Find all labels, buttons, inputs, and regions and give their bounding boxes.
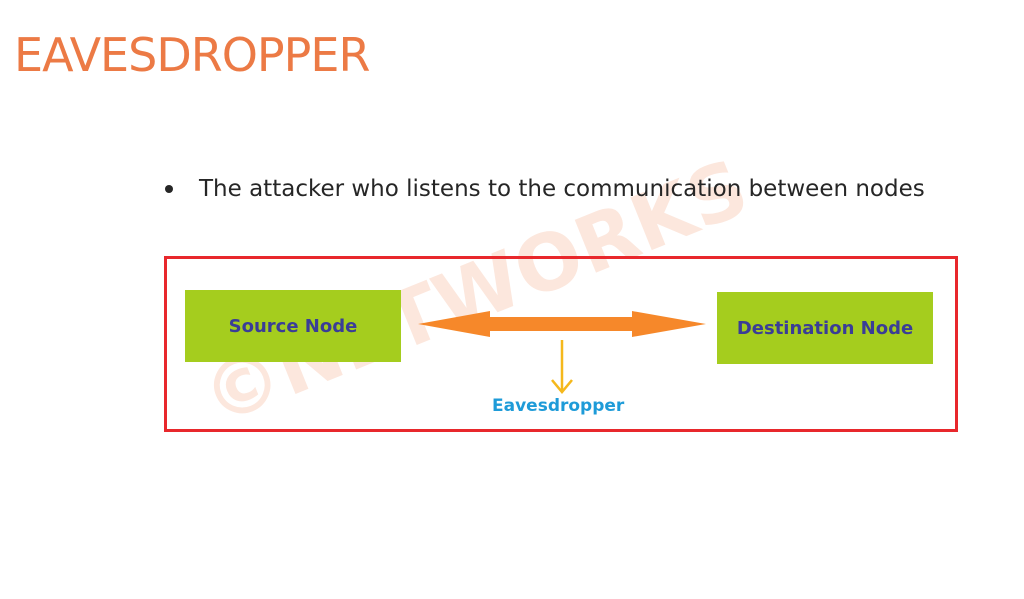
bullet-icon <box>165 185 173 193</box>
source-node: Source Node <box>185 290 401 362</box>
destination-node: Destination Node <box>717 292 933 364</box>
diagram-frame <box>164 256 958 432</box>
bullet-text: The attacker who listens to the communic… <box>199 176 925 202</box>
double-arrow-icon <box>418 311 706 337</box>
source-node-label: Source Node <box>228 315 358 337</box>
down-arrow-icon <box>551 340 573 394</box>
destination-node-label: Destination Node <box>736 317 914 339</box>
eavesdropper-label: Eavesdropper <box>492 396 625 416</box>
slide-title: EAVESDROPPER <box>14 28 370 82</box>
bullet-item: The attacker who listens to the communic… <box>160 176 925 202</box>
